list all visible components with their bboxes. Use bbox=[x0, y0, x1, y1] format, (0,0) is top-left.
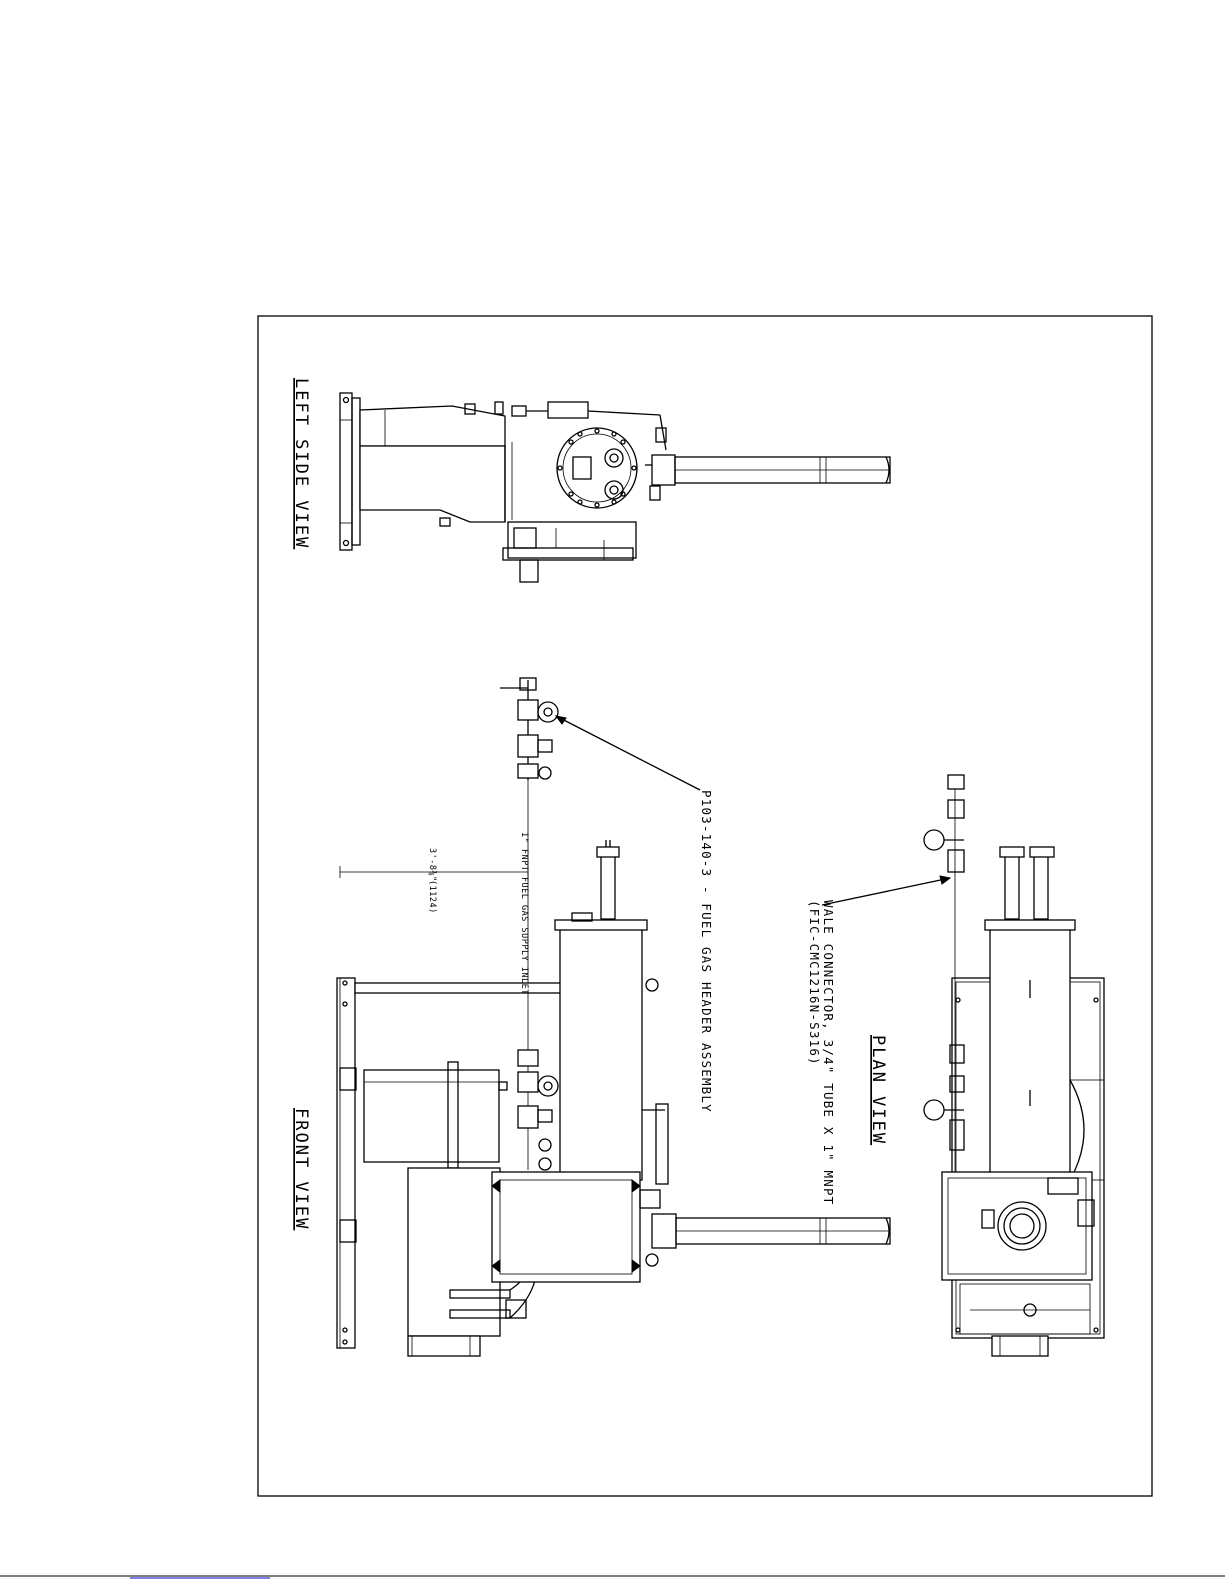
plan-view-title: PLAN VIEW bbox=[868, 1035, 888, 1145]
inlet-callout: 1" FNPT FUEL GAS SUPPLY INLET bbox=[519, 832, 529, 995]
left-side-view-title: LEFT SIDE VIEW bbox=[291, 378, 311, 549]
left-side-view bbox=[340, 393, 890, 582]
dimension-length-mm: (1124) bbox=[427, 880, 437, 914]
header-assembly-callout: P103-140-3 - FUEL GAS HEADER ASSEMBLY bbox=[699, 790, 714, 1113]
connector-callout-leader bbox=[822, 878, 950, 905]
connector-callout-line2: (FIC-CMC1216N-S316) bbox=[807, 900, 822, 1066]
connector-callout-line1: WALE CONNECTOR, 3/4" TUBE X 1" MNPT bbox=[821, 900, 836, 1205]
header-callout-leader bbox=[556, 716, 700, 790]
dimension-length: 3'-8⅜" bbox=[427, 848, 437, 882]
plan-view bbox=[924, 775, 1104, 1356]
front-view-title: FRONT VIEW bbox=[291, 1108, 311, 1230]
